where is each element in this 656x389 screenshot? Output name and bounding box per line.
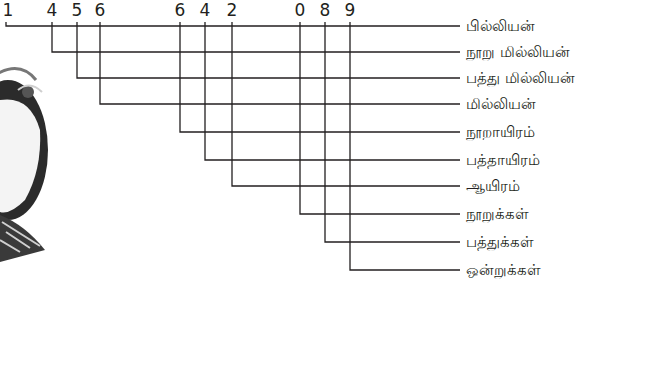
digit-number: 1 [3,0,14,20]
digit-number: 4 [200,0,211,20]
leader-lines [6,22,460,270]
digit-number: 0 [295,0,306,20]
place-value-label: நூறாயிரம் [466,123,535,141]
digit-number: 9 [345,0,356,20]
place-value-label: நூறுக்கள் [466,205,529,223]
place-value-label: மில்லியன் [466,95,536,113]
place-value-label: ஒன்றுக்கள் [466,261,541,279]
digit-number: 6 [175,0,186,20]
digit-number: 4 [47,0,58,20]
girl-illustration [0,69,48,262]
digit-number: 6 [95,0,106,20]
place-value-label: ஆயிரம் [466,177,520,195]
place-value-label: பத்துக்கள் [466,233,534,251]
place-value-label: நூறு மில்லியன் [466,43,570,61]
place-value-label: பில்லியன் [466,17,535,35]
digit-number: 8 [320,0,331,20]
place-value-label: பத்து மில்லியன் [466,69,575,87]
digit-number: 2 [227,0,238,20]
digit-number: 5 [72,0,83,20]
place-value-label: பத்தாயிரம் [466,151,540,169]
